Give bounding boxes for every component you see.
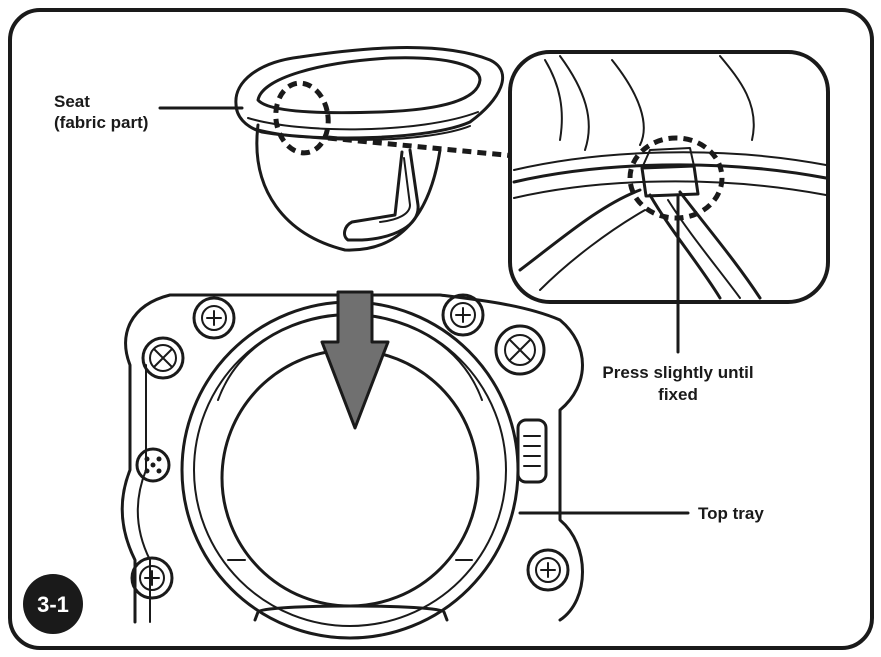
seat-clip-highlight xyxy=(273,80,331,156)
knob-icon xyxy=(130,556,174,600)
knob-icon xyxy=(192,296,236,340)
knob-icon xyxy=(135,447,171,483)
top-tray-label: Top tray xyxy=(698,504,764,523)
press-label: Press slightly until xyxy=(602,363,753,382)
knob-icon xyxy=(526,548,570,592)
detail-inset xyxy=(508,50,830,304)
step-number: 3-1 xyxy=(37,592,69,617)
top-tray-illustration xyxy=(120,290,584,640)
knob-icon xyxy=(441,293,485,337)
down-arrow-icon xyxy=(320,290,390,430)
latch-icon xyxy=(516,418,548,484)
clip-detail-highlight xyxy=(627,135,725,221)
press-sublabel: fixed xyxy=(658,385,698,404)
seat-label: Seat xyxy=(54,92,90,111)
seat-sublabel: (fabric part) xyxy=(54,113,148,132)
step-badge: 3-1 xyxy=(23,574,83,634)
seat-illustration xyxy=(234,46,504,252)
screw-icon xyxy=(141,336,185,380)
screw-icon xyxy=(494,324,546,376)
